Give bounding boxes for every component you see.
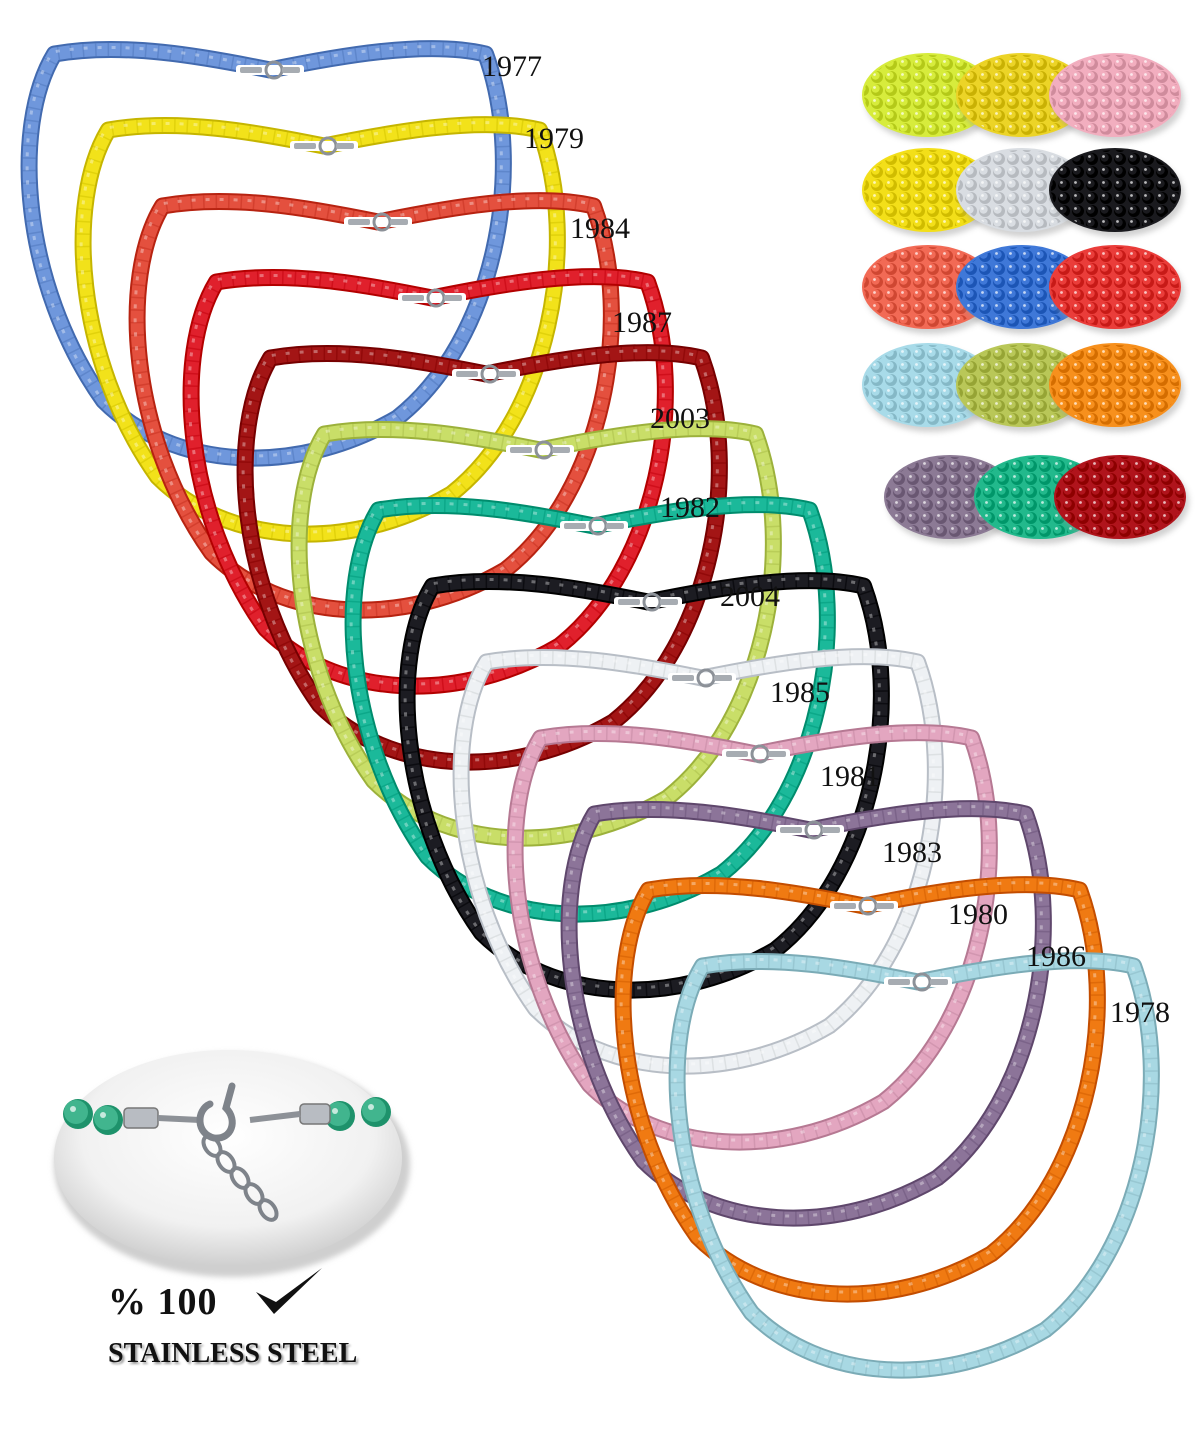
- necklace-code-label: 1981: [820, 760, 880, 793]
- necklace-1984: [128, 192, 620, 619]
- necklace-code-label: 2004: [720, 580, 780, 613]
- clasp-icon: [668, 668, 736, 688]
- clasp-icon: [560, 516, 628, 536]
- clasp-icon: [830, 896, 898, 916]
- bead-color-swatches: [862, 53, 1189, 544]
- necklace-code-label: 1982: [660, 491, 720, 524]
- necklace-code-label: 2003: [650, 402, 710, 435]
- bead-swatch: [956, 53, 1091, 142]
- checkmark-icon: [256, 1268, 322, 1314]
- percent-text: % 100: [108, 1281, 218, 1323]
- clasp-icon: [236, 60, 304, 80]
- necklace-code-label: 1980: [948, 898, 1008, 931]
- necklace-code-label: 1986: [1026, 940, 1086, 973]
- clasp-icon: [884, 972, 952, 992]
- stainless-steel-text: STAINLESS STEEL: [108, 1338, 358, 1369]
- clasp-icon: [452, 364, 520, 384]
- bead-swatch: [956, 148, 1091, 237]
- necklace-2004: [344, 496, 836, 923]
- necklace-1979: [74, 116, 566, 543]
- clasp-icon: [776, 820, 844, 840]
- necklace-2003: [236, 344, 728, 771]
- necklace-1981: [452, 648, 944, 1075]
- swatch-row: [862, 53, 1184, 142]
- necklace-code-label: 1984: [570, 212, 630, 245]
- necklace-1980: [560, 800, 1052, 1227]
- necklace-1977: [20, 40, 512, 467]
- necklace-1985: [398, 572, 890, 999]
- clasp-closeup: [54, 1050, 410, 1277]
- clasp-icon: [506, 440, 574, 460]
- necklace-code-label: 1978: [1110, 996, 1170, 1029]
- clasp-icon: [344, 212, 412, 232]
- clasp-icon: [722, 744, 790, 764]
- swatch-row: [884, 455, 1189, 544]
- swatch-row: [862, 343, 1184, 432]
- necklace-1986: [614, 876, 1106, 1303]
- bead-swatch: [1049, 53, 1184, 142]
- necklace-1983: [506, 724, 998, 1151]
- necklace-code-label: 1977: [482, 50, 542, 83]
- bead-swatch: [1049, 343, 1184, 432]
- necklace-1982: [290, 420, 782, 847]
- clasp-icon: [398, 288, 466, 308]
- swatch-row: [862, 245, 1184, 334]
- bead-swatch: [1049, 245, 1184, 334]
- bead-swatch: [862, 245, 997, 334]
- clasp-icon: [290, 136, 358, 156]
- necklace-code-label: 1983: [882, 836, 942, 869]
- bead-swatch: [1054, 455, 1189, 544]
- necklace-code-label: 1979: [524, 122, 584, 155]
- swatch-row: [862, 148, 1184, 237]
- necklace-1978: [668, 952, 1160, 1379]
- necklace-stack: [20, 40, 1160, 1379]
- clasp-icon: [614, 592, 682, 612]
- necklace-code-label: 1987: [612, 306, 672, 339]
- necklace-1987: [182, 268, 674, 695]
- necklace-code-label: 1985: [770, 676, 830, 709]
